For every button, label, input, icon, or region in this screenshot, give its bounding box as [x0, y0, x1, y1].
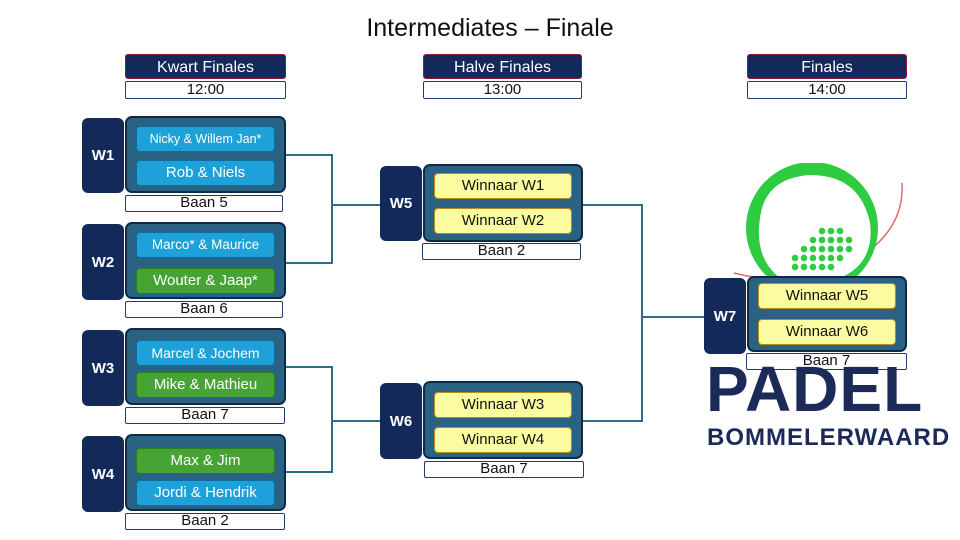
team-slot-w5-1: Winnaar W1	[434, 173, 572, 199]
match-box-w1: Nicky & Willem Jan* Rob & Niels	[125, 116, 286, 193]
court-w2: Baan 6	[125, 301, 283, 318]
match-box-w6: Winnaar W3 Winnaar W4	[423, 381, 583, 459]
connector-w4	[285, 471, 333, 473]
match-label-w2: W2	[82, 224, 124, 300]
court-w7: Baan 7	[746, 353, 907, 370]
match-label-w5: W5	[380, 166, 422, 241]
round-header-halve: Halve Finales	[423, 54, 582, 79]
match-label-w6: W6	[380, 383, 422, 459]
round-time-finales: 14:00	[747, 81, 907, 99]
court-w3: Baan 7	[125, 407, 285, 424]
round-header-finales: Finales	[747, 54, 907, 79]
team-slot-w6-1: Winnaar W3	[434, 392, 572, 418]
match-label-w4: W4	[82, 436, 124, 512]
match-box-w7: Winnaar W5 Winnaar W6	[747, 276, 907, 352]
match-label-w7: W7	[704, 278, 746, 354]
team-slot-w6-2: Winnaar W4	[434, 427, 572, 453]
court-w1: Baan 5	[125, 195, 283, 212]
page-title: Intermediates – Finale	[366, 14, 614, 42]
team-slot-w1-2: Rob & Niels	[136, 160, 275, 186]
connector-w5-w6-vertical	[641, 204, 643, 422]
team-slot-w4-1: Max & Jim	[136, 448, 275, 474]
team-slot-w3-1: Marcel & Jochem	[136, 340, 275, 366]
logo-word-bommelerwaard: BOMMELERWAARD	[707, 424, 951, 451]
round-time-kwart: 12:00	[125, 81, 286, 99]
team-slot-w2-1: Marco* & Maurice	[136, 232, 275, 258]
padel-racket-icon	[733, 163, 903, 293]
connector-w3	[285, 366, 333, 368]
team-slot-w2-2: Wouter & Jaap*	[136, 268, 275, 294]
connector-w1-w2-vertical	[331, 154, 333, 264]
team-slot-w4-2: Jordi & Hendrik	[136, 480, 275, 506]
connector-to-w6	[331, 420, 381, 422]
connector-w6	[583, 420, 643, 422]
round-header-kwart: Kwart Finales	[125, 54, 286, 79]
match-box-w4: Max & Jim Jordi & Hendrik	[125, 434, 286, 511]
logo-word-padel: PADEL	[706, 353, 924, 425]
court-w4: Baan 2	[125, 513, 285, 530]
team-slot-w5-2: Winnaar W2	[434, 208, 572, 234]
match-box-w2: Marco* & Maurice Wouter & Jaap*	[125, 222, 286, 299]
team-slot-w7-1: Winnaar W5	[758, 283, 896, 309]
team-slot-w1-1: Nicky & Willem Jan*	[136, 126, 275, 152]
connector-to-w5	[331, 204, 381, 206]
round-time-halve: 13:00	[423, 81, 582, 99]
match-box-w5: Winnaar W1 Winnaar W2	[423, 164, 583, 242]
court-w6: Baan 7	[424, 461, 584, 478]
connector-w1	[285, 154, 333, 156]
match-box-w3: Marcel & Jochem Mike & Mathieu	[125, 328, 286, 405]
team-slot-w7-2: Winnaar W6	[758, 319, 896, 345]
connector-w3-w4-vertical	[331, 366, 333, 473]
court-w5: Baan 2	[422, 243, 581, 260]
connector-w5	[583, 204, 643, 206]
team-slot-w3-2: Mike & Mathieu	[136, 372, 275, 398]
connector-to-w7	[641, 316, 705, 318]
match-label-w1: W1	[82, 118, 124, 193]
connector-w2	[285, 262, 333, 264]
match-label-w3: W3	[82, 330, 124, 406]
